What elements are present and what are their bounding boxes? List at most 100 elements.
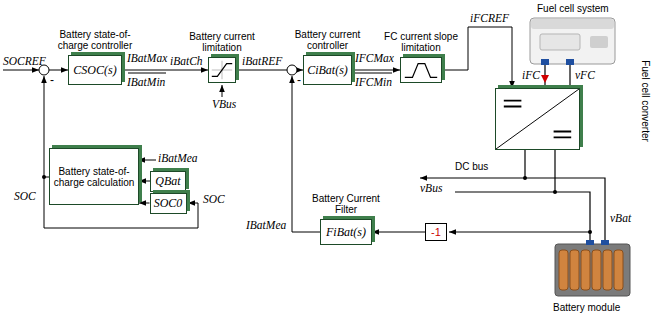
- signal-label: iBatREF: [242, 55, 282, 68]
- fuel-cell-picture: [530, 18, 615, 64]
- battery-module-picture: [603, 250, 612, 290]
- signal-wire: [44, 76, 45, 177]
- block-text: QBat: [155, 174, 180, 189]
- signal-label: VBus: [212, 98, 236, 111]
- block-heading: Battery Current Filter: [306, 193, 386, 215]
- signal-wire: [138, 160, 156, 161]
- battery-module-picture: [570, 250, 579, 290]
- gain-block: -1: [425, 223, 447, 241]
- block-symbol: [401, 58, 441, 82]
- signal-label: SOC: [203, 193, 225, 206]
- junction-dot: [523, 176, 527, 180]
- edge-label: iFCREF: [470, 12, 509, 25]
- block-text: SOC0: [154, 196, 183, 211]
- slope-limiter-block: FC current slope limitation: [400, 57, 442, 83]
- battery-module-picture: [614, 250, 623, 290]
- block-symbol: [496, 89, 579, 149]
- block-label: Fuel cell converter: [639, 60, 651, 142]
- signal-label: IBatMea: [246, 219, 286, 232]
- signal-connector: [372, 232, 425, 233]
- block-text: CSOC(s): [73, 63, 116, 78]
- signal-label: SOCREF: [3, 55, 46, 68]
- signal-connector: [139, 181, 150, 182]
- controller-block: Battery state-of-charge controllerCSOC(s…: [68, 55, 122, 85]
- power-wire: [455, 64, 605, 244]
- block-symbol: [212, 64, 232, 77]
- signal-label: iFC: [522, 69, 540, 82]
- signal-wire: [352, 73, 392, 74]
- current-arrow: [541, 75, 549, 83]
- block-text: FiBat(s): [326, 225, 366, 240]
- battery-module-picture: [559, 250, 568, 290]
- fuel-cell-picture: [530, 18, 615, 65]
- power-wire: [455, 178, 605, 244]
- battery-module-picture: [586, 240, 594, 245]
- fuel-cell-picture: [541, 59, 549, 65]
- limiter-block: Battery current limitation: [208, 57, 236, 83]
- block-heading: Battery state-of-charge controller: [55, 29, 135, 51]
- signal-wire: [3, 70, 39, 71]
- signal-label: -: [297, 74, 301, 86]
- battery-module-picture: [555, 240, 630, 296]
- block-heading: Battery current controller: [289, 29, 367, 51]
- signal-connector: [122, 70, 208, 71]
- signal-label: Fuel cell system: [537, 3, 609, 15]
- calculation-block: Battery state-of-charge calculation: [49, 148, 139, 205]
- block-symbol: [212, 61, 232, 79]
- block-symbol: [496, 89, 579, 149]
- battery-module-picture: [555, 244, 630, 296]
- power-wire: [569, 64, 570, 88]
- junction-dot: [553, 190, 557, 194]
- signal-label: IFCMin: [355, 76, 392, 89]
- converter-block: Fuel cell converter: [495, 88, 580, 150]
- power-wire: [554, 150, 555, 192]
- signal-wire: [128, 73, 166, 74]
- signal-label: vBus: [420, 182, 442, 195]
- signal-label: iBatMea: [158, 152, 198, 165]
- signal-label: vBat: [610, 212, 631, 225]
- signal-wire: [420, 178, 455, 179]
- signal-wire: [49, 70, 68, 71]
- signal-label: iBatCh: [170, 55, 203, 68]
- fuel-cell-picture: [566, 59, 574, 65]
- signal-wire: [222, 85, 223, 97]
- junction-dot: [588, 230, 592, 234]
- signal-connector: [139, 203, 150, 204]
- controller-block: Battery current controllerCiBat(s): [303, 55, 352, 85]
- block-symbol: [504, 101, 571, 138]
- signal-label: Battery module: [553, 302, 620, 314]
- battery-module-picture: [592, 250, 601, 290]
- block-heading: Battery current limitation: [183, 31, 261, 53]
- fuel-cell-picture: [590, 36, 608, 48]
- block-text: Battery state-of-charge calculation: [50, 166, 138, 188]
- signal-wire: [292, 76, 320, 232]
- power-wire: [455, 192, 590, 244]
- power-wire: [524, 150, 525, 178]
- summing-junction: [287, 65, 297, 75]
- signal-label: IBatMax: [127, 52, 167, 65]
- signal-connector: [352, 70, 400, 71]
- current-arrow: [541, 75, 549, 83]
- block-symbol: [405, 64, 437, 78]
- block-text: CiBat(s): [307, 63, 348, 78]
- parameter-box: SOC0: [150, 193, 187, 214]
- signal-label: DC bus: [455, 161, 488, 173]
- junction-dot: [42, 175, 46, 179]
- signal-label: vFC: [575, 69, 595, 82]
- signal-wire: [3, 70, 590, 232]
- fuel-cell-picture: [540, 34, 580, 50]
- parameter-box: QBat: [150, 171, 186, 192]
- block-text: -1: [431, 226, 441, 238]
- filter-block: Battery Current FilterFiBat(s): [320, 219, 372, 245]
- signal-label: IFCMax: [355, 52, 394, 65]
- battery-module-picture: [601, 240, 609, 245]
- battery-module-picture: [581, 250, 590, 290]
- signal-label: -: [50, 74, 54, 86]
- signal-label: SOC: [14, 190, 36, 203]
- signal-wire: [449, 232, 590, 233]
- fuel-cell-picture: [531, 19, 614, 29]
- block-heading: FC current slope limitation: [379, 31, 463, 53]
- signal-label: IBatMin: [127, 76, 165, 89]
- block-symbol: [209, 58, 235, 82]
